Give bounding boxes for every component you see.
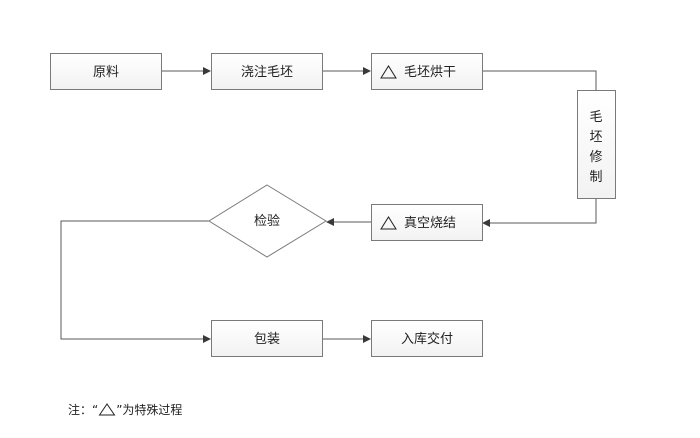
arrowhead-deliver <box>363 335 371 343</box>
connectors <box>60 67 597 343</box>
arrowhead-pack <box>203 335 211 343</box>
arrowhead-dry <box>363 67 371 75</box>
special-process-triangle-icon <box>380 65 397 79</box>
special-process-triangle-icon <box>380 216 397 230</box>
footnote-suffix: ”为特殊过程 <box>116 403 183 417</box>
arrowhead-sinter <box>482 219 490 227</box>
node-blank-trimming-char-1: 毛 <box>589 110 602 125</box>
node-pouring-blank-label: 浇注毛坯 <box>241 65 293 80</box>
edge-dry-to-trim <box>482 70 597 90</box>
node-vacuum-sintering-label: 真空烧结 <box>404 216 456 231</box>
node-blank-drying: 毛坯烘干 <box>371 53 483 90</box>
edge-inspect-to-pack <box>60 220 209 340</box>
footnote: 注：“ ”为特殊过程 <box>68 401 182 419</box>
footnote-prefix: 注：“ <box>68 403 99 417</box>
arrowhead-pour <box>203 67 211 75</box>
node-packing-label: 包装 <box>254 332 280 347</box>
special-process-triangle-icon <box>98 403 116 419</box>
node-blank-trimming-char-3: 修 <box>589 150 602 165</box>
node-inspection: 检验 <box>208 184 327 258</box>
node-packing: 包装 <box>211 320 323 357</box>
node-warehouse-delivery-label: 入库交付 <box>401 331 453 347</box>
node-pouring-blank: 浇注毛坯 <box>211 53 323 90</box>
node-blank-drying-label: 毛坯烘干 <box>404 65 456 80</box>
node-vacuum-sintering: 真空烧结 <box>371 204 483 241</box>
node-warehouse-delivery: 入库交付 <box>371 320 483 357</box>
node-raw-material-label: 原料 <box>93 65 119 80</box>
node-blank-trimming-char-4: 制 <box>589 170 602 185</box>
arrowhead-inspect <box>326 218 334 226</box>
node-blank-trimming: 毛 坯 修 制 <box>577 90 616 199</box>
node-raw-material: 原料 <box>50 53 162 90</box>
edge-trim-to-sinter <box>490 198 597 224</box>
node-blank-trimming-char-2: 坯 <box>589 130 602 145</box>
node-inspection-label: 检验 <box>254 213 280 229</box>
